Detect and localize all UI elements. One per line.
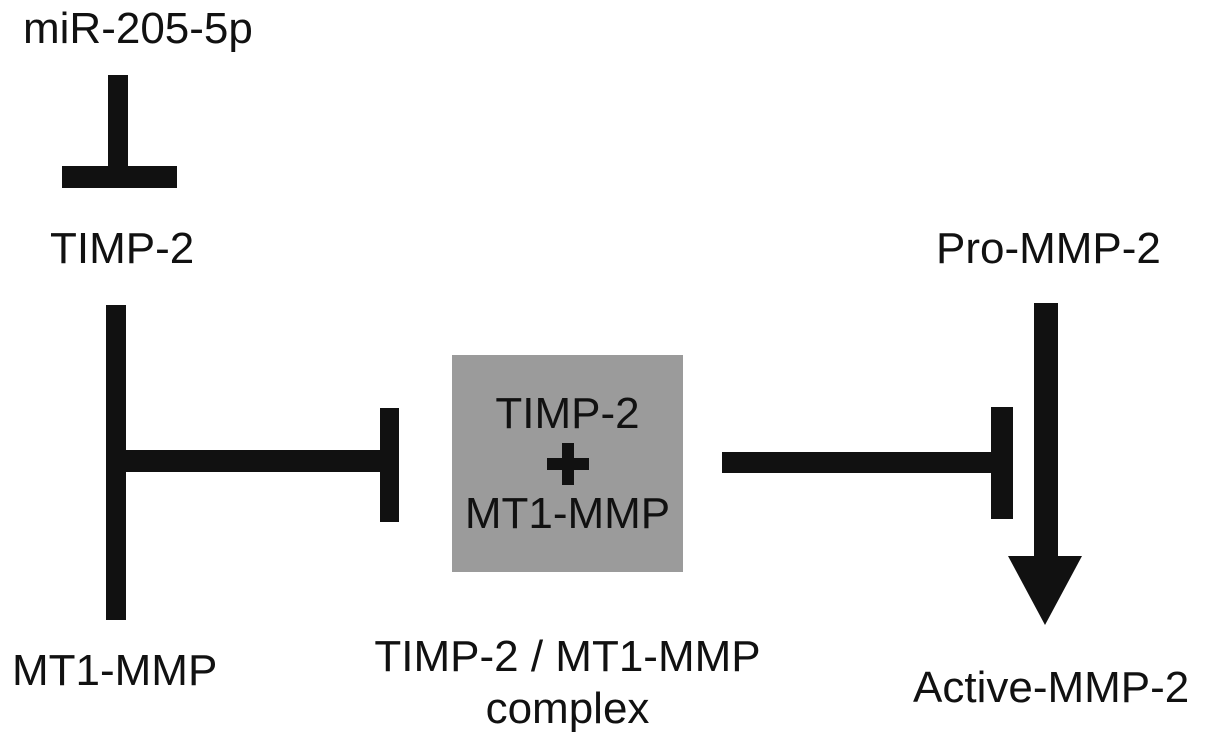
- inhibition-line: [126, 450, 380, 472]
- inhibition-terminal-bar: [991, 407, 1013, 519]
- arrowhead-icon: [1008, 556, 1082, 625]
- inhibition-terminal-bar: [380, 408, 399, 522]
- plus-icon: +: [546, 439, 589, 489]
- timp2-label: TIMP-2: [50, 224, 195, 273]
- timp2-mt1mmp-connector-line: [106, 305, 126, 620]
- inhibition-line: [722, 452, 992, 473]
- complex-caption: TIMP-2 / MT1-MMP complex: [330, 631, 805, 735]
- complex-box: TIMP-2 + MT1-MMP: [452, 355, 683, 572]
- inhibition-terminal-bar: [62, 166, 177, 188]
- complex-box-mt1mmp-label: MT1-MMP: [464, 488, 671, 538]
- complex-caption-line2: complex: [485, 684, 650, 733]
- mir-205-5p-label: miR-205-5p: [23, 4, 253, 53]
- inhibition-stem: [108, 75, 128, 168]
- pro-mmp2-label: Pro-MMP-2: [936, 224, 1161, 273]
- arrow-stem: [1034, 303, 1058, 558]
- active-mmp2-label: Active-MMP-2: [913, 663, 1190, 712]
- plus-symbol-text: +: [568, 439, 569, 440]
- complex-caption-line1: TIMP-2 / MT1-MMP: [374, 632, 761, 681]
- complex-box-timp2-label: TIMP-2: [495, 388, 640, 438]
- mt1-mmp-label: MT1-MMP: [12, 646, 218, 695]
